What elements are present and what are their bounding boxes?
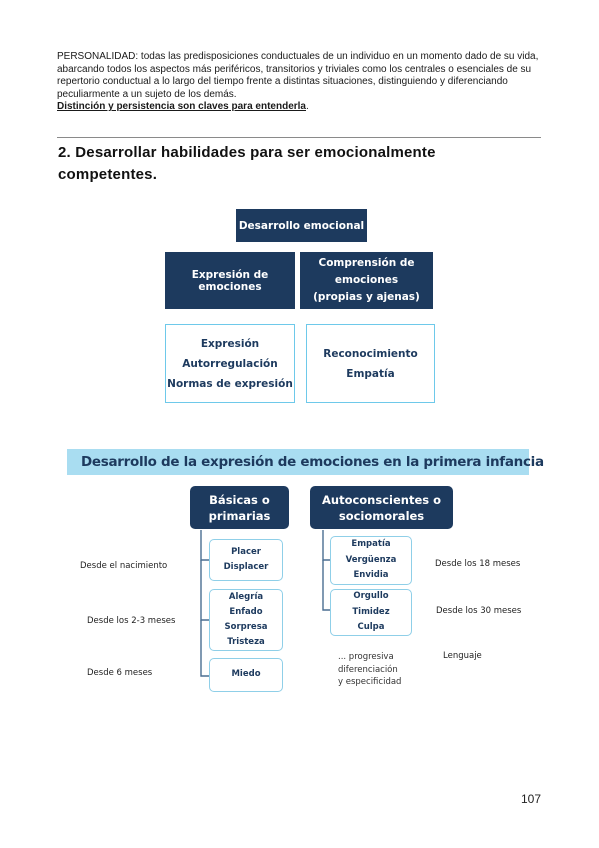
basic-line-2: primarias (208, 508, 271, 523)
expression-item: Expresión (200, 337, 260, 350)
connector-line-orgullo (322, 560, 330, 611)
emotion-miedo: Miedo (231, 669, 261, 680)
comprehension-line-2: emociones (334, 274, 399, 286)
emotion-culpa: Culpa (357, 622, 385, 633)
connector-line-placer (200, 530, 209, 561)
early-childhood-banner: Desarrollo de la expresión de emociones … (67, 449, 544, 475)
note-line-2: diferenciación (338, 664, 398, 675)
emotion-verguenza: Vergüenza (345, 554, 397, 565)
definition-end: . (306, 101, 309, 113)
recognition-item: Reconocimiento (323, 347, 418, 360)
section-divider (57, 137, 541, 138)
emotional-development-box: Desarrollo emocional (236, 209, 367, 242)
emotion-placer: Placer (231, 546, 261, 557)
self-conscious-category: Autoconscientes o sociomorales (310, 486, 453, 529)
empathy-item: Empatía (346, 367, 395, 380)
emotion-empatia: Empatía (351, 539, 391, 550)
definition-emphasis: Distinción y persistencia son claves par… (57, 101, 306, 113)
emotion-displacer: Displacer (223, 562, 269, 572)
page-number: 107 (521, 792, 542, 806)
comprehension-items-box: Reconocimiento Empatía (306, 324, 435, 403)
emotion-sorpresa: Sorpresa (224, 622, 268, 632)
progressive-differentiation-note: ... progresiva diferenciación y especifi… (338, 651, 401, 689)
social-emotions-group: Empatía Vergüenza Envidia (330, 536, 412, 585)
expression-items-box: Expresión Autorregulación Normas de expr… (165, 324, 295, 403)
comprehension-line-3: (propias y ajenas) (313, 291, 420, 303)
age-label-30-months: Desde los 30 meses (436, 606, 522, 616)
emotion-enfado: Enfado (229, 607, 263, 617)
emotion-alegria: Alegría (228, 592, 264, 602)
moral-emotions-group: Orgullo Timidez Culpa (330, 589, 412, 636)
section-title: 2. Desarrollar habilidades para ser emoc… (58, 144, 436, 183)
pleasure-group: Placer Displacer (209, 539, 283, 581)
note-line-3: y especificidad (338, 677, 402, 687)
emotion-envidia: Envidia (353, 570, 389, 581)
emotion-orgullo: Orgullo (353, 591, 389, 602)
self-conscious-line-2: sociomorales (338, 508, 425, 523)
connector-line-miedo (200, 620, 209, 677)
language-label: Lenguaje (443, 651, 482, 661)
expression-norms-item: Normas de expresión (167, 377, 293, 390)
basic-primary-category: Básicas o primarias (190, 486, 289, 529)
emotion-tristeza: Tristeza (227, 637, 265, 647)
age-label-birth: Desde el nacimiento (80, 561, 168, 571)
age-label-2-3-months: Desde los 2-3 meses (87, 616, 176, 626)
self-regulation-item: Autorregulación (182, 357, 278, 370)
comprehension-header-box: Comprensión de emociones (propias y ajen… (300, 252, 433, 309)
emotion-timidez: Timidez (352, 606, 390, 617)
comprehension-line-1: Comprensión de (318, 257, 415, 269)
self-conscious-line-1: Autoconscientes o (321, 492, 442, 507)
age-label-6-months: Desde 6 meses (87, 668, 153, 678)
personality-definition: PERSONALIDAD: todas las predisposiciones… (57, 51, 547, 114)
primary-emotions-group: Alegría Enfado Sorpresa Tristeza (209, 589, 283, 651)
age-label-18-months: Desde los 18 meses (435, 559, 521, 569)
definition-text: PERSONALIDAD: todas las predisposiciones… (57, 51, 539, 100)
basic-line-1: Básicas o (209, 492, 270, 507)
expression-header-box: Expresión de emociones (165, 252, 295, 309)
note-line-1: ... progresiva (338, 652, 394, 662)
connector-line-empatia (322, 530, 330, 561)
connector-line-alegria (200, 560, 209, 621)
fear-group: Miedo (209, 658, 283, 692)
